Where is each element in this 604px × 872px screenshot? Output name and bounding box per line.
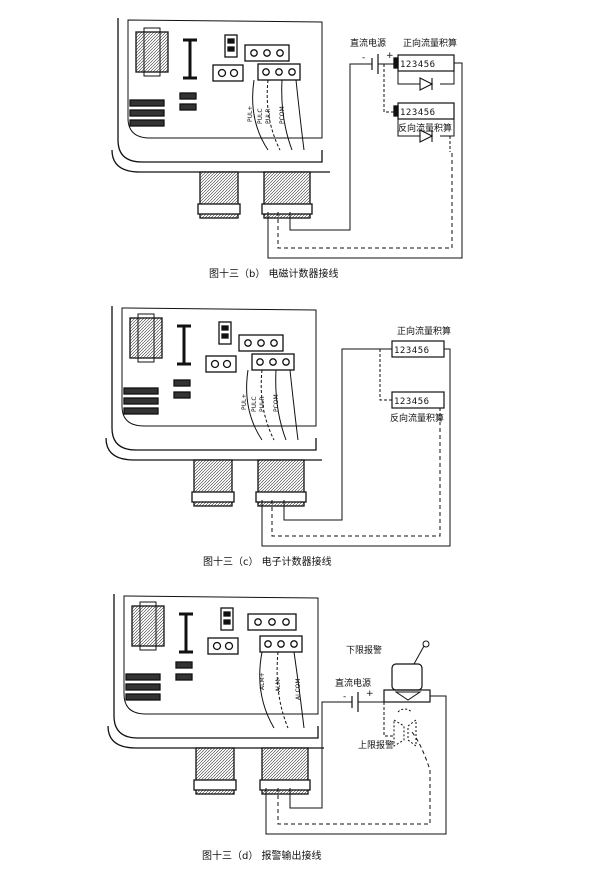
alarm-lamp [391, 663, 423, 691]
caption-b: 图十三（b） 电磁计数器接线 [209, 267, 339, 280]
terminal-label-alm-plus: ALM+ [259, 672, 266, 690]
pcb-outline [127, 19, 323, 139]
terminal-block-bottom [257, 63, 301, 81]
terminal-label-pul-plus-b: PUL+ [247, 106, 254, 122]
terminal-label-pulr-c: PULR [259, 396, 266, 412]
reverse-counter-c [391, 391, 445, 409]
alarm-base [383, 689, 431, 703]
figure-d-text: 下限报警 直流电源 + - 上限报警 ALM+ ALM- ALCOM 图十三（d… [202, 644, 394, 862]
terminal-label-pcom-b: PCOM [279, 106, 286, 124]
reverse-label-c: 反向流量积算 [390, 412, 444, 424]
caption-c: 图十三（c） 电子计数器接线 [203, 555, 332, 568]
figure-b [111, 18, 463, 259]
forward-digits-c: 123456 [394, 346, 430, 356]
housing-inner [111, 149, 330, 173]
i-beam-component [183, 38, 197, 80]
dc-power-label-b: 直流电源 [350, 37, 386, 49]
reverse-label-b: 反向流量积算 [398, 122, 452, 134]
high-alarm-horn [393, 719, 417, 747]
caption-d: 图十三（d） 报警输出接线 [202, 849, 322, 862]
minus-label-d: - [343, 692, 346, 702]
terminal-block-top [244, 44, 290, 62]
figure-c [105, 306, 451, 547]
terminal-label-alm-minus: ALM- [275, 677, 282, 692]
terminal-label-pulc-b: PULC [257, 108, 264, 124]
forward-label-b: 正向流量积算 [403, 37, 457, 49]
figure-d [107, 594, 447, 835]
figure-c-text: 正向流量积算 反向流量积算 123456 123456 PUL+ PULC PU… [203, 325, 451, 568]
housing-outline [117, 18, 323, 163]
forward-label-c: 正向流量积算 [397, 325, 451, 337]
high-alarm-label: 上限报警 [358, 739, 394, 751]
terminal-label-alcom: ALCOM [295, 678, 302, 700]
terminal-label-pul-plus-c: PUL+ [241, 394, 248, 410]
forward-counter-c [391, 340, 445, 358]
plus-label-d: + [366, 689, 374, 699]
reverse-digits-c: 123456 [394, 397, 430, 407]
plus-label-b: + [386, 51, 394, 61]
terminal-label-pulc-c: PULC [251, 396, 258, 412]
housing-outline-c [111, 306, 317, 451]
terminal-label-pcom-c: PCOM [273, 394, 280, 412]
forward-digits-b: 123456 [400, 60, 436, 70]
figure-b-text: 直流电源 正向流量积算 反向流量积算 + - 123456 123456 PUL… [209, 37, 457, 280]
transformer [135, 31, 169, 73]
dc-power-label-d: 直流电源 [335, 677, 371, 689]
terminal-label-pulr-b: PULR [265, 108, 272, 124]
reverse-digits-b: 123456 [400, 108, 436, 118]
minus-label-b: - [362, 53, 365, 63]
low-alarm-label: 下限报警 [346, 644, 382, 656]
